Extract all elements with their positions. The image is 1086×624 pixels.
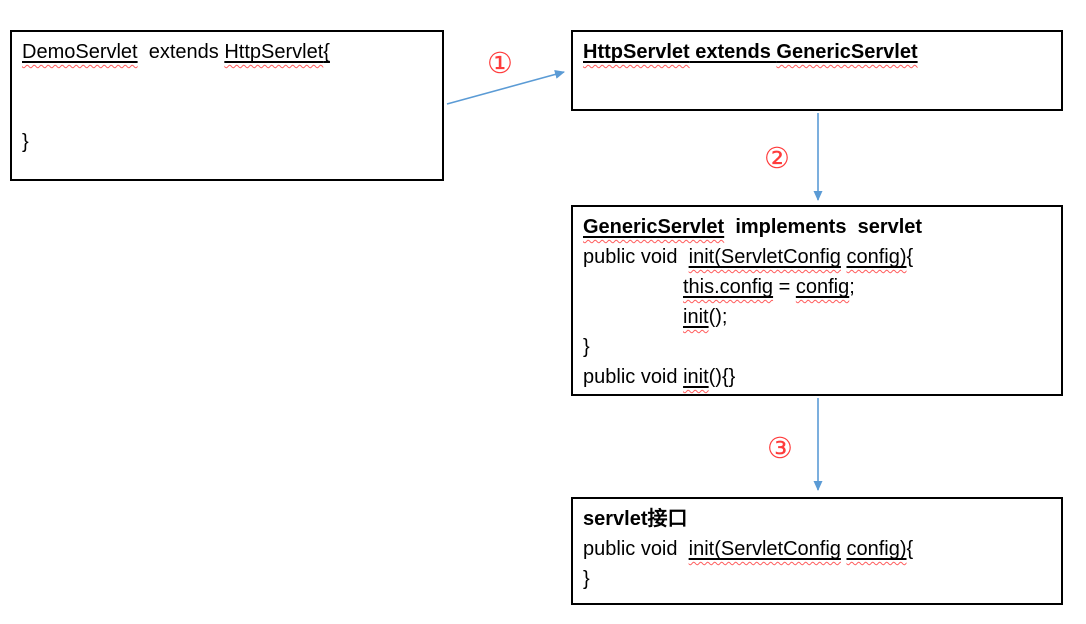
code-segment: DemoServlet: [22, 41, 138, 63]
code-segment: public void: [583, 246, 689, 268]
code-segment: {: [323, 41, 330, 63]
code-line: GenericServlet implements servlet: [583, 212, 1051, 242]
code-segment: config: [796, 276, 849, 298]
code-segment: GenericServlet: [776, 41, 917, 63]
code-segment: config): [846, 246, 906, 268]
code-segment: HttpServlet: [583, 41, 690, 63]
spellcheck-underline: config): [846, 538, 907, 560]
code-segment: }: [22, 131, 29, 153]
step-2-badge: ②: [764, 141, 790, 175]
code-segment: init: [683, 306, 709, 328]
spellcheck-underline: config: [795, 276, 850, 298]
code-segment: {: [906, 246, 914, 268]
spellcheck-underline: init: [683, 306, 709, 328]
code-segment: servlet接口: [583, 508, 688, 530]
code-segment: init(ServletConfig: [689, 538, 841, 560]
spellcheck-underline: HttpServlet: [583, 41, 690, 63]
demoservlet-class-box: DemoServlet extends HttpServlet{ }: [10, 30, 444, 181]
code-line: [22, 97, 432, 127]
code-line: servlet接口: [583, 504, 1051, 534]
code-segment: public void: [583, 366, 684, 388]
code-segment: }: [583, 568, 590, 590]
spellcheck-underline: init(ServletConfig: [688, 246, 841, 268]
code-line: [22, 67, 432, 97]
code-segment: config): [846, 538, 906, 560]
spellcheck-underline: config): [846, 246, 907, 268]
code-segment: ();: [708, 306, 728, 328]
step-3-badge: ③: [767, 431, 793, 465]
code-segment: extends: [137, 41, 225, 63]
code-segment: }: [583, 336, 590, 358]
code-line: init();: [583, 302, 1051, 332]
spellcheck-underline: GenericServlet: [776, 41, 918, 63]
spellcheck-underline: HttpServlet: [224, 41, 324, 63]
code-line: }: [583, 332, 1051, 362]
spellcheck-underline: GenericServlet: [583, 216, 725, 238]
spellcheck-underline: this.config: [683, 276, 774, 298]
code-line: this.config = config;: [583, 272, 1051, 302]
step-1-badge: ①: [487, 46, 513, 80]
code-segment: HttpServlet: [224, 41, 323, 63]
code-segment: GenericServlet: [583, 216, 724, 238]
httpservlet-class-box: HttpServlet extends GenericServlet: [571, 30, 1063, 111]
code-segment: implements servlet: [724, 216, 923, 238]
code-segment: {: [906, 538, 914, 560]
code-segment: this.config: [683, 276, 773, 298]
code-line: public void init(){}: [583, 362, 1051, 392]
spellcheck-underline: DemoServlet: [22, 41, 138, 63]
spellcheck-underline: init(ServletConfig: [688, 538, 841, 560]
servlet-interface-box: servlet接口 public void init(ServletConfig …: [571, 497, 1063, 605]
code-line: HttpServlet extends GenericServlet: [583, 37, 1051, 67]
code-segment: =: [773, 276, 796, 298]
code-segment: (){}: [708, 366, 736, 388]
code-line: public void init(ServletConfig config){: [583, 534, 1051, 564]
code-line: }: [583, 564, 1051, 594]
spellcheck-underline: init: [683, 366, 709, 388]
code-segment: init(ServletConfig: [689, 246, 841, 268]
code-line: }: [22, 127, 432, 157]
code-line: public void init(ServletConfig config){: [583, 242, 1051, 272]
code-segment: init: [683, 366, 709, 388]
code-line: DemoServlet extends HttpServlet{: [22, 37, 432, 67]
code-segment: public void: [583, 538, 689, 560]
code-segment: ;: [849, 276, 855, 298]
code-segment: extends: [689, 41, 777, 63]
